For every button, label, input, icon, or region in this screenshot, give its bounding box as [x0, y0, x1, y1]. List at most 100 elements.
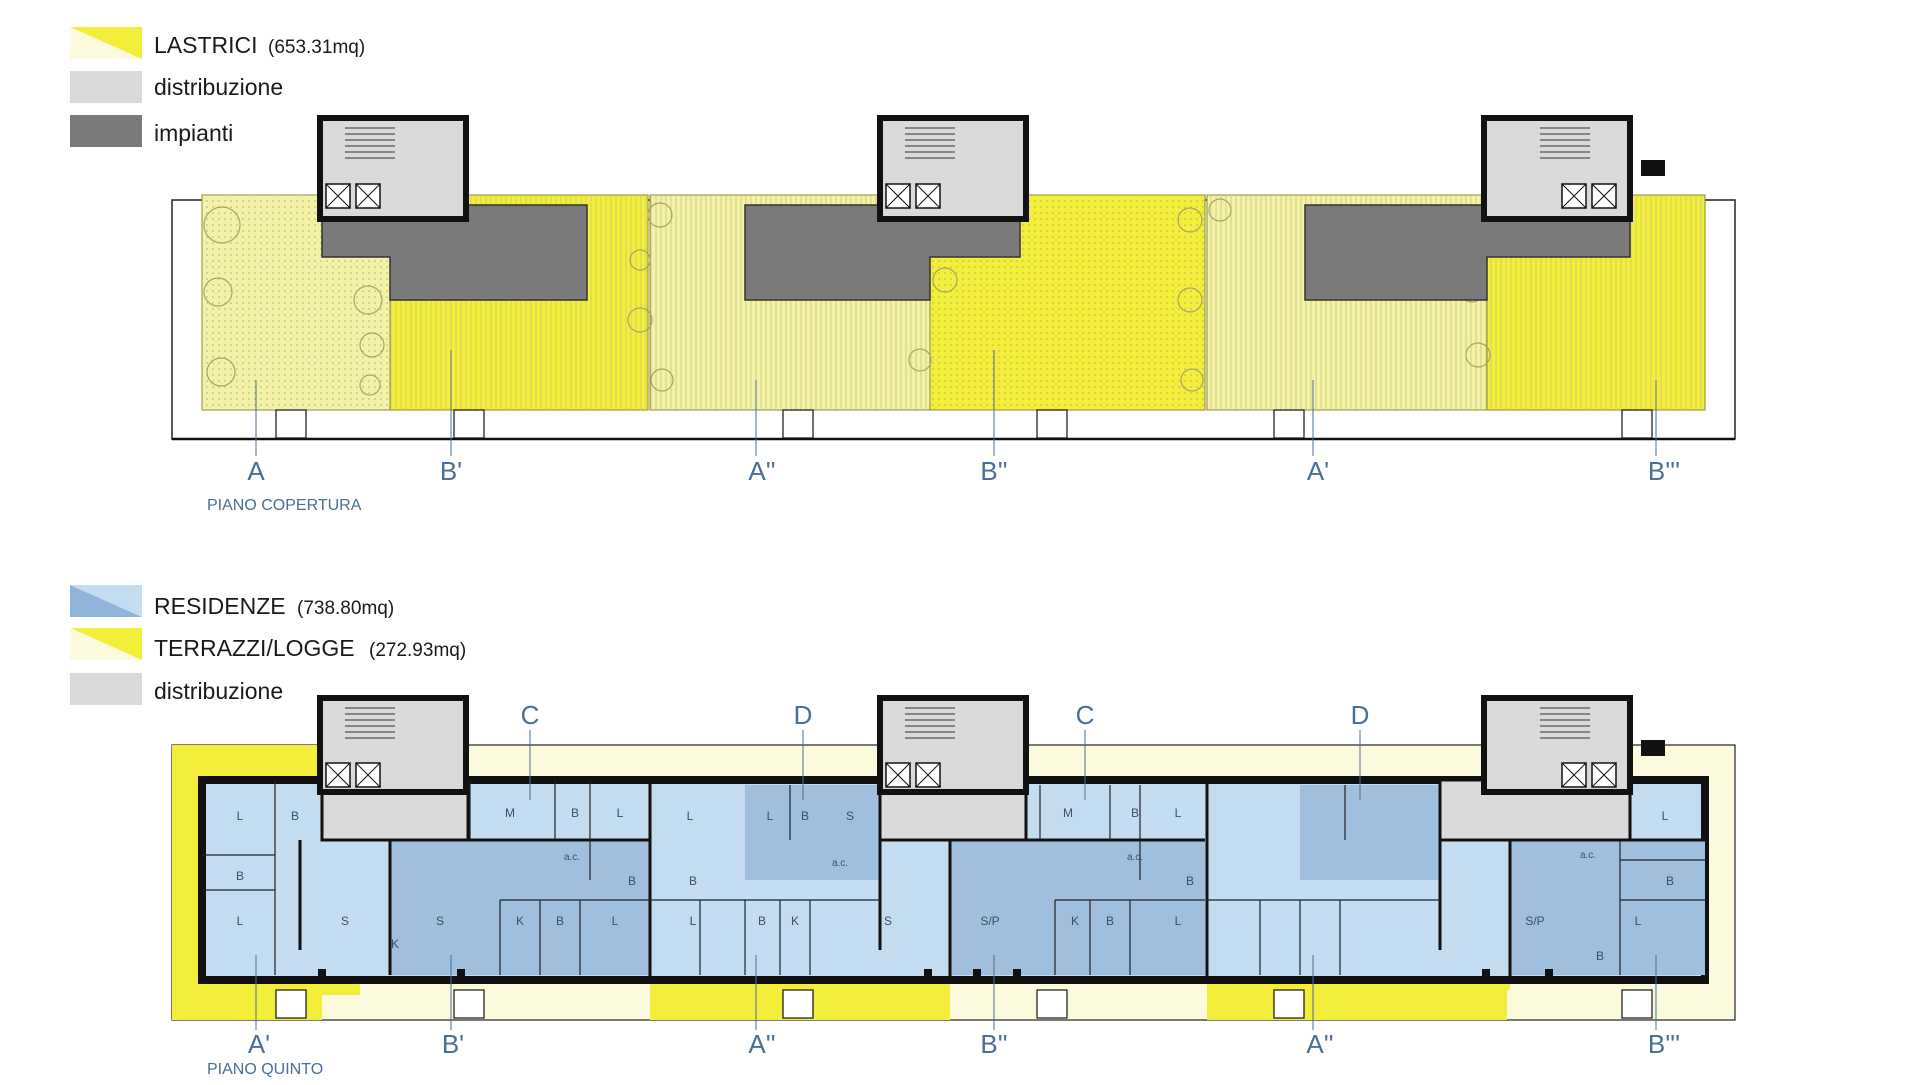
spiral-stair-icon: [782, 409, 814, 439]
north-arrow-icon: [1641, 740, 1665, 756]
room-label: B: [628, 874, 636, 888]
legend-label-distribuzione: distribuzione: [154, 74, 283, 100]
spiral-stair-icon: [275, 989, 307, 1019]
legend-item-lastrici: LASTRICI (653.31mq): [70, 27, 365, 59]
spiral-stair-icon: [1621, 409, 1653, 439]
unit-label: A': [248, 1029, 270, 1059]
legend-label-distribuzione: distribuzione: [154, 678, 283, 704]
unit-label: A'': [748, 456, 775, 486]
unit-label: B': [442, 1029, 464, 1059]
swatch-terrazzi-pale: [70, 628, 142, 660]
legend-area-lastrici: (653.31mq): [268, 37, 365, 58]
legend-area-residenze: (738.80mq): [297, 598, 394, 619]
room-label: B: [1596, 949, 1604, 963]
room-label: B: [689, 874, 697, 888]
unit-label: A': [1307, 456, 1329, 486]
spiral-stairs-top: [275, 409, 1653, 439]
spiral-stair-icon: [453, 409, 485, 439]
legend-item-terrazzi: TERRAZZI/LOGGE (272.93mq): [70, 628, 466, 661]
legend-label-residenze: RESIDENZE: [154, 593, 286, 619]
tree-canopy: [627, 307, 653, 333]
room-labels: L B B L S K M B a.c. L B S K B L L L B S…: [236, 806, 1674, 963]
room-label: B: [801, 809, 809, 823]
room-label: S: [846, 809, 854, 823]
partition-lines: [202, 780, 1705, 975]
room-label: B: [1131, 806, 1139, 820]
room-label: L: [1635, 914, 1642, 928]
spiral-stair-icon: [1036, 409, 1068, 439]
dark-residence-rooms: [390, 785, 1705, 975]
tree-canopy: [1177, 207, 1203, 233]
unit-label: B': [440, 456, 462, 486]
room-label: B: [236, 869, 244, 883]
unit-leaders-top: [255, 350, 1657, 456]
room-label: K: [516, 914, 524, 928]
room-label: L: [690, 914, 697, 928]
residence-room: [390, 840, 650, 975]
plan-copertura: A B' A'' B'' A' B''' PIANO COPERTURA: [171, 115, 1736, 514]
room-label: B: [1106, 914, 1114, 928]
plan-title-quinto: PIANO QUINTO: [207, 1061, 323, 1078]
room-label: S: [341, 914, 349, 928]
spiral-stair-icon: [1273, 989, 1305, 1019]
spiral-stairs-bottom: [275, 989, 1653, 1019]
spiral-stair-icon: [1036, 989, 1068, 1019]
spiral-stair-icon: [1273, 409, 1305, 439]
stair-core-bottom-1: [317, 695, 469, 795]
room-label: B: [758, 914, 766, 928]
room-label: S: [884, 914, 892, 928]
unit-type-labels: C D C D: [521, 700, 1370, 730]
stair-core-bottom-2: [877, 695, 1029, 795]
unit-labels-top: A B' A'' B'' A' B''': [247, 456, 1680, 486]
tree-canopy: [359, 374, 381, 396]
unit-type-label: D: [1351, 700, 1370, 730]
room-label: L: [1662, 809, 1669, 823]
tree-canopy: [359, 332, 385, 358]
room-label: K: [1071, 914, 1079, 928]
swatch-residenze-dark: [70, 585, 142, 617]
unit-type-label: D: [794, 700, 813, 730]
legend-item-impianti: impianti: [70, 115, 233, 147]
spiral-stair-icon: [782, 989, 814, 1019]
unit-label: B''': [1648, 456, 1680, 486]
unit-label: B'': [980, 456, 1007, 486]
unit-type-label: C: [521, 700, 540, 730]
residence-room: [1510, 840, 1705, 975]
swatch-lastrici-pale: [70, 27, 142, 59]
legend-top: LASTRICI (653.31mq) distribuzione impian…: [70, 27, 365, 147]
room-label: B: [1186, 874, 1194, 888]
room-label: a.c.: [1127, 852, 1143, 863]
unit-label: B''': [1648, 1029, 1680, 1059]
spiral-stair-icon: [1621, 989, 1653, 1019]
tree-canopy: [1180, 368, 1204, 392]
legend-item-residenze: RESIDENZE (738.80mq): [70, 585, 394, 619]
tree-canopy: [206, 357, 236, 387]
swatch-distribuzione: [70, 71, 142, 103]
room-label: L: [1175, 914, 1182, 928]
swatch-impianti: [70, 115, 142, 147]
tree-canopy: [353, 285, 383, 315]
legend-label-impianti: impianti: [154, 120, 233, 146]
unit-label: A'': [1306, 1029, 1333, 1059]
room-label: L: [687, 809, 694, 823]
unit-label: B'': [980, 1029, 1007, 1059]
room-label: B: [571, 806, 579, 820]
room-label: L: [767, 809, 774, 823]
room-label: B: [291, 809, 299, 823]
impianti-block-1: [321, 204, 588, 301]
unit-type-label: C: [1076, 700, 1095, 730]
residence-room: [950, 840, 1205, 975]
room-label: L: [237, 914, 244, 928]
legend-label-terrazzi: TERRAZZI/LOGGE: [154, 635, 355, 661]
tree-canopy: [203, 206, 241, 244]
room-label: K: [391, 937, 399, 951]
room-label: a.c.: [1580, 850, 1596, 861]
plan-quinto: C D C D L B B L S K M B a.c. L B S K B L…: [171, 695, 1736, 1078]
unit-label: A'': [748, 1029, 775, 1059]
legend-item-distribuzione-top: distribuzione: [70, 71, 283, 103]
room-label: a.c.: [832, 858, 848, 869]
room-label: K: [791, 914, 799, 928]
room-label: L: [1175, 806, 1182, 820]
